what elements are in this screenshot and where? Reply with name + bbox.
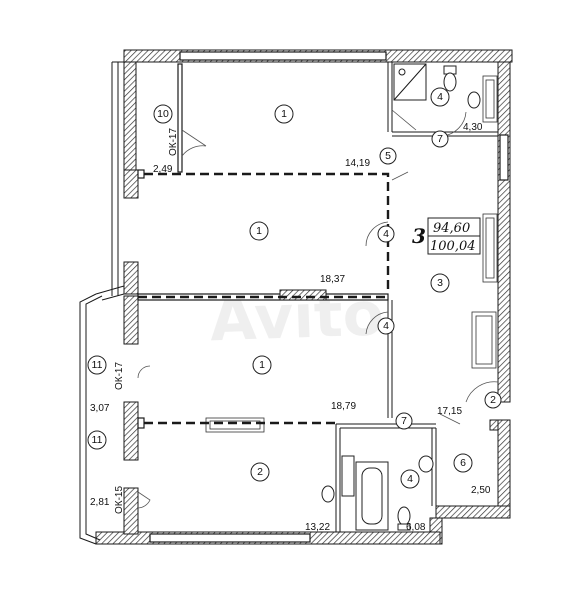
door-marker-4-lower: 4 [377,317,395,335]
door-code: 7 [401,415,407,427]
room-area: 2,49 [153,164,173,175]
room-code: 11 [92,359,103,371]
doors [137,109,499,509]
room-area: 14,19 [345,158,370,169]
room-r10: 10 2,49 [153,104,173,175]
outer-walls [79,49,513,545]
interior-walls [137,62,499,532]
room-area: 2,81 [90,497,110,508]
room-r2: 2 13,22 [250,462,330,533]
room-code: 1 [256,225,262,237]
room-r11a: 11 3,07 [87,355,110,414]
room-r3: 3 17,15 [430,273,462,417]
room-code: 6 [460,457,466,469]
room-r6: 6 2,50 [453,453,491,496]
room-area: 3,07 [90,403,110,414]
door-code: 4 [383,228,389,240]
room-area: 6,08 [406,522,426,533]
apartment-area-living: 94,60 [433,221,470,236]
room-code: 11 [92,434,103,446]
apartment-summary: 3 94,60 100,04 [412,217,481,255]
door-code: 5 [385,150,391,162]
room-code: 1 [259,359,265,371]
room-area: 17,15 [437,406,462,417]
door-marker-7-bottom: 7 [395,412,413,430]
room-area: 18,79 [331,401,356,412]
room-code: 4 [437,91,443,103]
room-r4a: 4 4,30 [430,87,483,133]
room-code: 3 [437,277,443,289]
door-marker-4-upper: 4 [377,225,395,243]
window-label-ok17-middle: ОК-17 [114,362,125,390]
room-area: 4,30 [463,122,483,133]
room-r11b: 11 2,81 [87,430,110,508]
room-area: 2,50 [471,485,491,496]
room-r1c: 1 18,79 [252,355,356,412]
door-code: 4 [383,320,389,332]
room-area: 13,22 [305,522,330,533]
room-r4b: 4 6,08 [400,469,426,533]
room-code: 2 [257,466,263,478]
room-code: 10 [157,108,169,120]
zone-separators [138,172,390,425]
door-marker-5: 5 [379,147,397,165]
window-label-ok15: ОК-15 [114,486,125,514]
apartment-area-total: 100,04 [430,239,476,254]
room-r1b: 1 18,37 [249,221,345,285]
door-marker-2: 2 [484,391,502,409]
door-code: 2 [490,394,496,406]
room-area: 18,37 [320,274,345,285]
window-label-ok17-top: ОК-17 [168,128,179,156]
room-code: 1 [281,108,287,120]
door-marker-7-top: 7 [431,130,449,148]
fixtures [321,63,481,531]
room-code: 4 [407,473,413,485]
door-code: 7 [437,133,443,145]
windows [205,75,498,433]
room-r1a: 1 14,19 [274,104,370,169]
apartment-number: 3 [412,224,426,248]
